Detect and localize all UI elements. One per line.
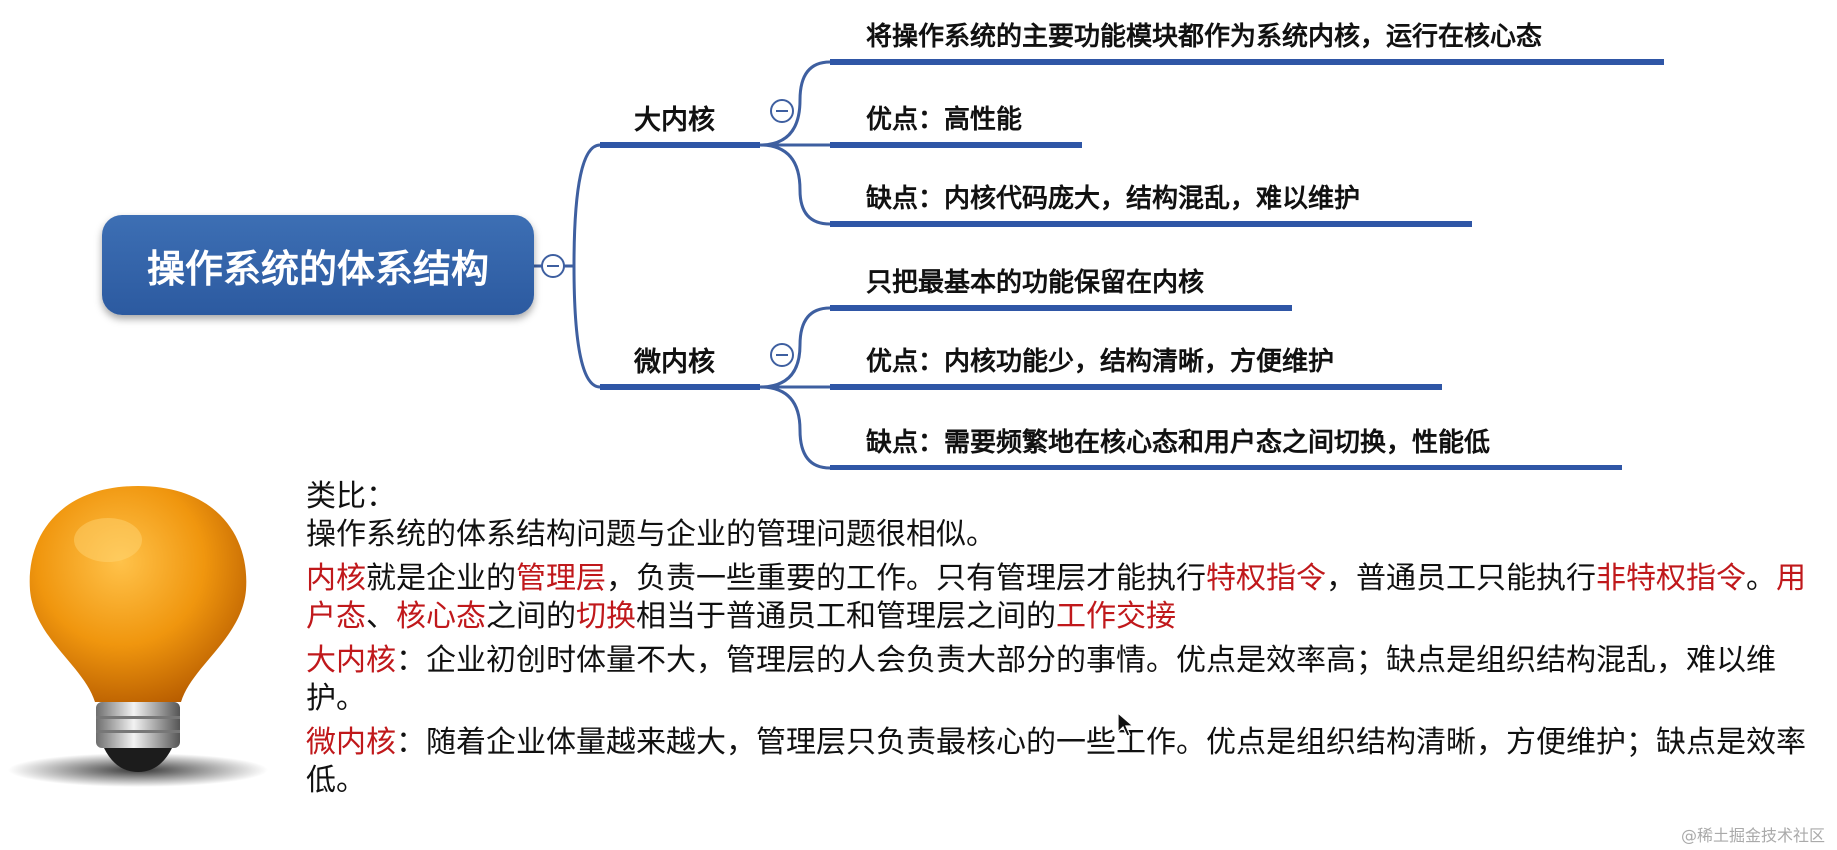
term-kernel: 内核 — [306, 561, 366, 596]
leaf-big-kernel-pro[interactable]: 优点：高性能 — [866, 105, 1023, 135]
text-segment: ，负责一些重要的工作。只有管理层才能执行 — [606, 561, 1206, 596]
term-handover: 工作交接 — [1056, 599, 1176, 634]
analogy-intro: 操作系统的体系结构问题与企业的管理问题很相似。 — [306, 517, 996, 552]
leaf-big-kernel-con[interactable]: 缺点：内核代码庞大，结构混乱，难以维护 — [866, 184, 1361, 214]
leaf-micro-kernel-pro[interactable]: 优点：内核功能少，结构清晰，方便维护 — [866, 347, 1335, 377]
connector-big-children — [759, 60, 831, 226]
text-segment: ：随着企业体量越来越大，管理层只负责最核心的一些工作。优点是组织结构清晰，方便维… — [306, 725, 1806, 798]
leaf-micro-kernel-definition[interactable]: 只把最基本的功能保留在内核 — [866, 268, 1205, 298]
analogy-paragraph-micro-kernel: 微内核：随着企业体量越来越大，管理层只负责最核心的一些工作。优点是组织结构清晰，… — [306, 724, 1806, 800]
connector-micro-children — [759, 306, 831, 470]
term-switch: 切换 — [576, 599, 636, 634]
analogy-paragraph-kernel: 内核就是企业的管理层，负责一些重要的工作。只有管理层才能执行特权指令，普通员工只… — [306, 560, 1806, 636]
root-node[interactable]: 操作系统的体系结构 — [102, 215, 534, 315]
text-segment: 、 — [366, 599, 396, 634]
connector-root-to-branches — [572, 143, 760, 389]
term-kernel-mode: 核心态 — [396, 599, 486, 634]
leaf-big-kernel-definition[interactable]: 将操作系统的主要功能模块都作为系统内核，运行在核心态 — [866, 22, 1543, 52]
analogy-paragraph-big-kernel: 大内核：企业初创时体量不大，管理层的人会负责大部分的事情。优点是效率高；缺点是组… — [306, 642, 1806, 718]
text-segment: 。 — [1746, 561, 1776, 596]
root-collapse-icon[interactable] — [541, 254, 565, 278]
text-segment: ，普通员工只能执行 — [1326, 561, 1596, 596]
branch-collapse-icon-micro-kernel[interactable] — [770, 343, 794, 367]
watermark: @稀土掘金技术社区 — [1680, 826, 1825, 845]
term-user-mode: 用户态 — [306, 561, 1806, 634]
term-management: 管理层 — [516, 561, 606, 596]
term-micro-kernel: 微内核 — [306, 725, 396, 760]
term-privileged-instruction: 特权指令 — [1206, 561, 1326, 596]
text-segment: 相当于普通员工和管理层之间的 — [636, 599, 1056, 634]
term-non-privileged-instruction: 非特权指令 — [1596, 561, 1746, 596]
text-segment: ：企业初创时体量不大，管理层的人会负责大部分的事情。优点是效率高；缺点是组织结构… — [306, 643, 1776, 716]
lightbulb-icon — [8, 486, 268, 787]
text-segment: 就是企业的 — [366, 561, 516, 596]
branch-label-micro-kernel[interactable]: 微内核 — [634, 347, 715, 378]
leaf-micro-kernel-con[interactable]: 缺点：需要频繁地在核心态和用户态之间切换，性能低 — [866, 428, 1491, 458]
analogy-title: 类比： — [306, 479, 396, 514]
text-segment: 之间的 — [486, 599, 576, 634]
branch-label-big-kernel[interactable]: 大内核 — [634, 105, 715, 136]
branch-collapse-icon-big-kernel[interactable] — [770, 99, 794, 123]
term-big-kernel: 大内核 — [306, 643, 396, 678]
analogy-text-block: 类比： 操作系统的体系结构问题与企业的管理问题很相似。 内核就是企业的管理层，负… — [306, 478, 1806, 800]
mindmap-connectors — [534, 59, 1664, 470]
mouse-cursor-icon — [1117, 712, 1135, 737]
